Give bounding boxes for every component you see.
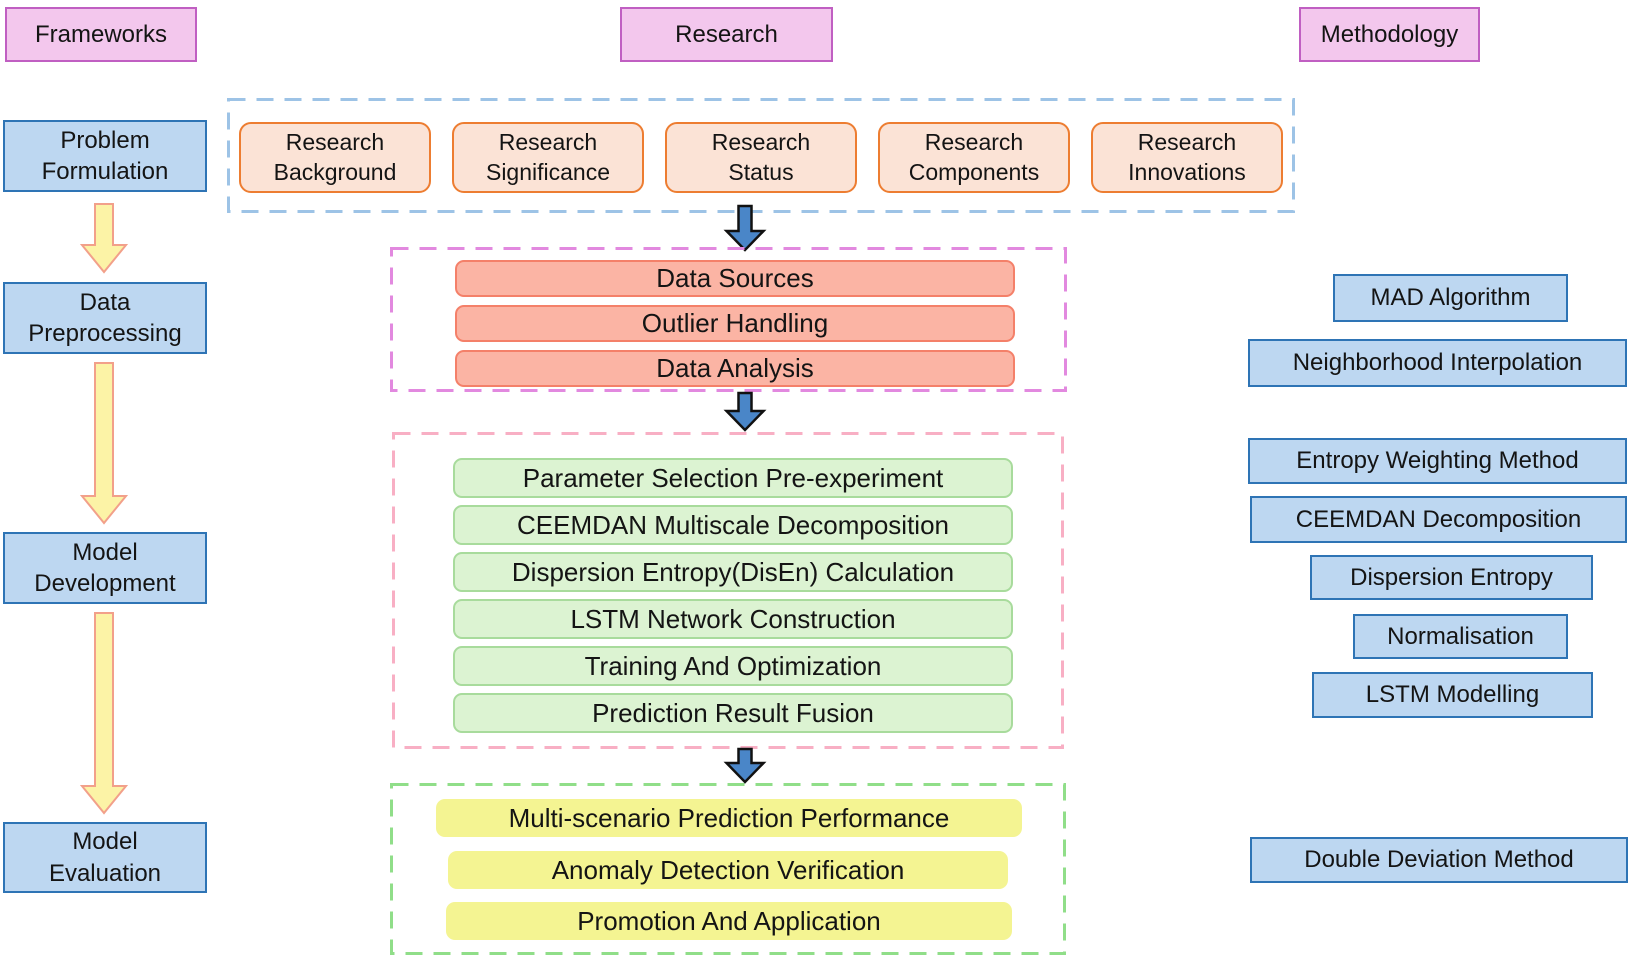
research-header: Research [620, 7, 833, 62]
stage-label-line: Problem [60, 126, 150, 154]
data-preprocessing-container [390, 247, 1067, 392]
model-development-item: Training And Optimization [453, 646, 1013, 686]
methodology-box-double-deviation-method: Double Deviation Method [1250, 837, 1628, 883]
overview-box-research-components: Research Components [878, 122, 1070, 193]
overview-label-line: Research [1137, 128, 1237, 155]
overview-box-research-innovations: Research Innovations [1091, 122, 1283, 193]
overview-label-line: Research [924, 128, 1024, 155]
methodology-box-dispersion-entropy: Dispersion Entropy [1310, 555, 1593, 600]
stage-box-data-preprocessing: Data Preprocessing [3, 282, 207, 354]
model-evaluation-item: Anomaly Detection Verification [448, 851, 1008, 889]
overview-label-line: Innovations [1128, 158, 1246, 185]
methodology-box-lstm-modelling: LSTM Modelling [1312, 672, 1593, 718]
stage-label-line: Formulation [41, 158, 169, 185]
model-development-item: Prediction Result Fusion [453, 693, 1013, 733]
research-overview-row: Research Background Research Significanc… [227, 122, 1295, 193]
stage-box-model-evaluation: Model Evaluation [3, 822, 207, 893]
stage-label-line: Model [72, 538, 138, 566]
model-development-item: Dispersion Entropy(DisEn) Calculation [453, 552, 1013, 592]
methodology-box-normalisation: Normalisation [1353, 614, 1568, 659]
stage-box-model-development: Model Development [3, 532, 207, 604]
overview-label-line: Components [908, 158, 1040, 185]
overview-label-line: Research [498, 128, 598, 155]
overview-label-line: Status [728, 158, 794, 185]
model-evaluation-item: Multi-scenario Prediction Performance [436, 799, 1022, 837]
overview-label-line: Background [273, 158, 397, 185]
stage-arrow-icon [79, 203, 129, 274]
methodology-header: Methodology [1299, 7, 1480, 62]
flow-down-arrow-icon [723, 204, 767, 252]
data-preprocessing-item: Data Sources [455, 260, 1015, 297]
methodology-box-entropy-weighting-method: Entropy Weighting Method [1248, 438, 1627, 484]
model-evaluation-container [390, 783, 1066, 955]
overview-label-line: Significance [485, 158, 611, 185]
overview-box-research-significance: Research Significance [452, 122, 644, 193]
data-preprocessing-item: Outlier Handling [455, 305, 1015, 342]
model-development-container [392, 432, 1064, 749]
stage-box-problem-formulation: Problem Formulation [3, 120, 207, 192]
overview-box-research-background: Research Background [239, 122, 431, 193]
overview-box-research-status: Research Status [665, 122, 857, 193]
stage-label-line: Development [34, 570, 176, 597]
model-development-item: LSTM Network Construction [453, 599, 1013, 639]
model-development-item: CEEMDAN Multiscale Decomposition [453, 505, 1013, 545]
methodology-box-neighborhood-interpolation: Neighborhood Interpolation [1248, 339, 1627, 387]
frameworks-header: Frameworks [5, 7, 197, 62]
flow-down-arrow-icon [723, 391, 767, 432]
stage-label-line: Evaluation [48, 859, 162, 887]
stage-label-line: Data [79, 288, 131, 316]
data-preprocessing-item: Data Analysis [455, 350, 1015, 387]
methodology-box-mad-algorithm: MAD Algorithm [1333, 274, 1568, 322]
model-development-item: Parameter Selection Pre-experiment [453, 458, 1013, 498]
flow-down-arrow-icon [723, 747, 767, 784]
stage-label-line: Model [72, 828, 138, 856]
stage-arrow-icon [79, 612, 129, 815]
stage-arrow-icon [79, 362, 129, 525]
overview-label-line: Research [285, 128, 385, 155]
methodology-box-ceemdan-decomposition: CEEMDAN Decomposition [1250, 496, 1627, 543]
research-overview-container [227, 98, 1295, 213]
overview-label-line: Research [711, 128, 811, 155]
stage-label-line: Preprocessing [28, 320, 182, 347]
model-evaluation-item: Promotion And Application [446, 902, 1012, 940]
